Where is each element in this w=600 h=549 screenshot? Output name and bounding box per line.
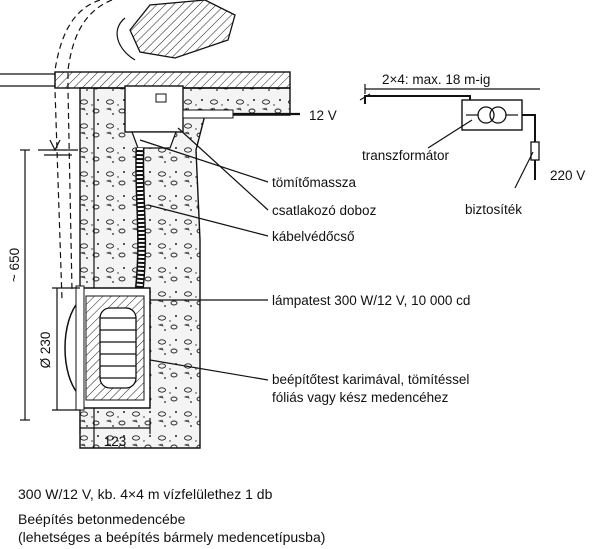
caption-line1: 300 W/12 V, kb. 4×4 m vízfelülethez 1 db bbox=[18, 486, 273, 502]
label-lamp-body: lámpatest 300 W/12 V, 10 000 cd bbox=[272, 293, 470, 308]
cable-conduit bbox=[133, 147, 147, 301]
depth-label: ~ 650 bbox=[7, 248, 22, 282]
label-conduit: kábelvédőcső bbox=[272, 229, 355, 244]
dimension-diameter bbox=[52, 287, 80, 411]
label-fuse: biztosíték bbox=[465, 202, 522, 217]
transformer-circuit bbox=[359, 84, 540, 189]
label-voltage-220v: 220 V bbox=[550, 168, 585, 183]
label-transformer: transzformátor bbox=[362, 148, 450, 163]
label-junction-box: csatlakozó doboz bbox=[272, 203, 377, 218]
dimension-width bbox=[79, 418, 151, 434]
caption-line2: Beépítés betonmedencébe bbox=[18, 511, 186, 527]
lamp-housing bbox=[64, 285, 151, 411]
leader-lines bbox=[139, 127, 269, 381]
dashed-cable bbox=[54, 0, 101, 301]
label-voltage-12v: 12 V bbox=[309, 108, 337, 123]
diameter-label: Ø 230 bbox=[38, 332, 53, 369]
width-label: 123 bbox=[104, 434, 127, 449]
caption-line3: (lehetséges a beépítés bármely medencetí… bbox=[18, 529, 325, 545]
junction-box bbox=[124, 85, 300, 149]
label-housing-line1: beépítőtest karimával, tömítéssel bbox=[272, 372, 469, 387]
label-cable-spec: 2×4: max. 18 m-ig bbox=[382, 72, 490, 87]
lifted-lamp bbox=[116, 0, 236, 61]
water-level-marker bbox=[38, 139, 78, 156]
label-housing-line2: fóliás vagy kész medencéhez bbox=[272, 390, 449, 405]
dimension-depth bbox=[20, 149, 30, 421]
label-sealant: tömítőmassza bbox=[272, 175, 357, 190]
